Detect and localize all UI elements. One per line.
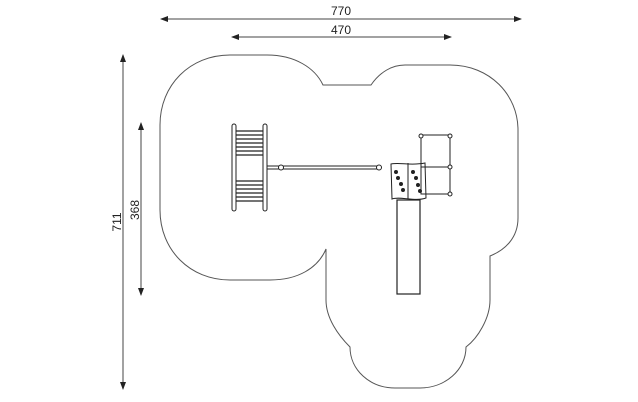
dimension-inner-width: 470 — [231, 23, 452, 40]
dimension-label-470: 470 — [331, 23, 351, 37]
dimension-overall-depth: 711 — [110, 54, 126, 390]
climbing-ladder — [231, 123, 268, 212]
dimension-label-368: 368 — [128, 200, 142, 220]
dimension-overall-width: 770 — [160, 4, 522, 22]
safety-zone-outline — [159, 54, 519, 389]
slide — [396, 199, 421, 295]
connecting-beam — [267, 164, 382, 171]
dimension-inner-depth: 368 — [128, 122, 144, 296]
dimension-label-711: 711 — [110, 212, 124, 231]
tower-platform — [418, 133, 453, 197]
climbing-wall-panel — [390, 162, 427, 200]
dimension-label-770: 770 — [331, 4, 351, 18]
